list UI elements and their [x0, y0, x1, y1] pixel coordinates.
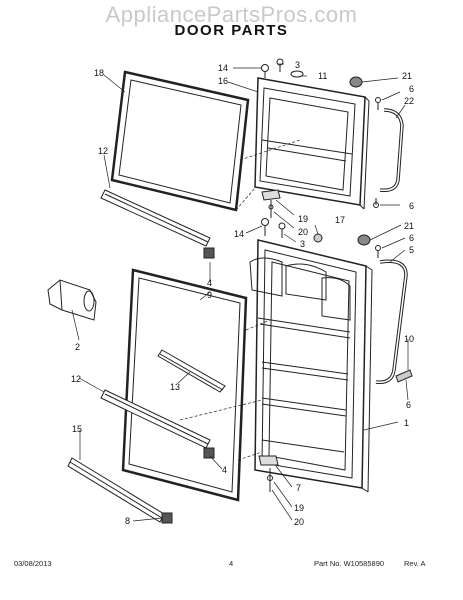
callout-9: 9 — [207, 290, 212, 300]
callout-1: 1 — [404, 418, 409, 428]
callout-3-lower: 3 — [300, 239, 305, 249]
freezer-hinge-part — [261, 189, 281, 218]
watermark: AppliancePartsPros.com — [105, 2, 358, 27]
breaker-strip-upper-part — [100, 189, 211, 247]
callout-16: 16 — [218, 76, 228, 86]
callout-6-d: 6 — [406, 400, 411, 410]
breaker-strip-middle-part — [157, 349, 226, 393]
callout-17: 17 — [335, 215, 345, 225]
clip-bottom-part — [161, 512, 173, 524]
breaker-strip-lower-part — [100, 389, 211, 449]
refrigerator-door-part — [249, 239, 373, 493]
callout-21-lower: 21 — [404, 221, 414, 231]
footer-part-number: Part No. W10585890 — [314, 559, 385, 568]
clip-lower-part — [203, 447, 215, 459]
freezer-gasket-part — [110, 70, 250, 212]
callout-12-lower: 12 — [71, 374, 81, 384]
refrigerator-door-screw-part — [261, 218, 323, 243]
callout-14-lower: 14 — [234, 229, 244, 239]
diagram-title: DOOR PARTS — [174, 22, 289, 39]
lower-hinge-part — [258, 455, 279, 492]
callout-10: 10 — [404, 334, 414, 344]
callout-19-upper: 19 — [298, 214, 308, 224]
callout-6-b: 6 — [409, 201, 414, 211]
freezer-handle-part — [349, 76, 404, 208]
freezer-door-part — [254, 77, 370, 210]
callout-11: 11 — [318, 71, 327, 81]
fresh-food-gasket-part — [121, 268, 248, 502]
breaker-strip-bottom-part — [67, 457, 165, 523]
footer-date: 03/08/2013 — [14, 559, 52, 568]
clip-upper-part — [203, 247, 215, 259]
callout-18: 18 — [94, 68, 104, 78]
callout-4-upper: 4 — [207, 278, 212, 288]
callout-6-a: 6 — [409, 84, 414, 94]
dairy-door-part — [47, 279, 97, 321]
callout-4-lower: 4 — [222, 465, 227, 475]
footer-revision: Rev. A — [404, 559, 426, 568]
callout-14-upper: 14 — [218, 63, 228, 73]
callout-15: 15 — [72, 424, 82, 434]
callout-2: 2 — [75, 342, 80, 352]
callout-7: 7 — [296, 483, 301, 493]
freezer-door-screw-part — [261, 58, 304, 78]
callout-19-lower: 19 — [294, 503, 304, 513]
callout-5: 5 — [409, 245, 414, 255]
callout-22: 22 — [404, 96, 414, 106]
callout-13: 13 — [170, 382, 180, 392]
callout-20-lower: 20 — [294, 517, 304, 527]
callout-21-upper: 21 — [402, 71, 412, 81]
refrigerator-handle-part — [357, 234, 413, 384]
callout-20-upper: 20 — [298, 227, 308, 237]
footer-page: 4 — [229, 559, 234, 568]
callout-3-upper: 3 — [295, 60, 300, 70]
callout-6-c: 6 — [409, 233, 414, 243]
callout-12-upper: 12 — [98, 146, 108, 156]
callout-8: 8 — [125, 516, 130, 526]
callout-labels: 18 12 14 16 3 11 21 6 22 6 19 20 17 14 3… — [71, 60, 414, 527]
